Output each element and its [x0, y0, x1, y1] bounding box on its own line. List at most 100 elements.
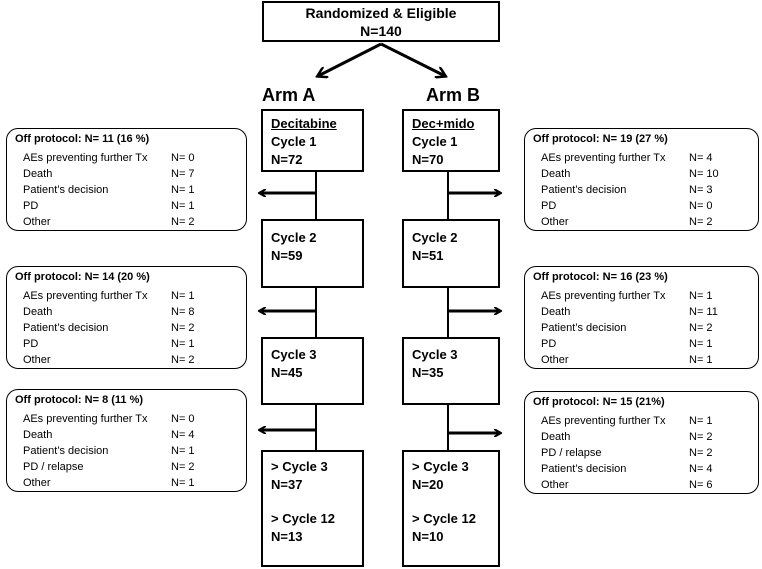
- arm-a-cycle-4-box: > Cycle 3 N=37 > Cycle 12 N=13: [261, 450, 364, 567]
- reason-count: N= 2: [171, 461, 195, 473]
- reason-label: Death: [541, 306, 571, 318]
- arm-b-drug-name: Dec+mido: [412, 116, 475, 131]
- reason-label: Patient’s decision: [23, 184, 109, 196]
- arm-b-cycle-4-box: > Cycle 3 N=20 > Cycle 12 N=10: [402, 450, 500, 567]
- reason-count: N= 11: [689, 306, 718, 318]
- reason-label: AEs preventing further Tx: [23, 152, 148, 164]
- arm-a-cycle-gt3-label: > Cycle 3: [271, 459, 328, 474]
- arm-a-cycle-2-label: Cycle 2: [271, 230, 317, 245]
- reason-label: Patient’s decision: [541, 184, 627, 196]
- reason-label: Other: [541, 479, 569, 491]
- arrow-to-arm-a: [318, 42, 382, 76]
- reason-label: Other: [23, 477, 51, 489]
- arm-a-cycle-gt12-count: N=13: [271, 529, 303, 544]
- off-protocol-header: Off protocol: N= 16 (23 %): [533, 271, 668, 283]
- reason-label: PD / relapse: [541, 447, 602, 459]
- reason-count: N= 2: [689, 322, 713, 334]
- reason-label: AEs preventing further Tx: [541, 152, 666, 164]
- reason-count: N= 2: [689, 431, 713, 443]
- randomized-title: Randomized & Eligible: [305, 5, 457, 21]
- arm-b-cycle-gt3-count: N=20: [412, 477, 444, 492]
- reason-label: Death: [23, 429, 53, 441]
- arm-b-label: Arm B: [426, 85, 481, 105]
- reason-count: N= 2: [171, 216, 195, 228]
- reason-label: AEs preventing further Tx: [541, 290, 666, 302]
- reason-label: Death: [23, 306, 53, 318]
- arm-b-cycle-3-label: Cycle 3: [412, 347, 458, 362]
- reason-label: AEs preventing further Tx: [23, 290, 148, 302]
- arm-b-cycle-3-box: Cycle 3 N=35: [402, 337, 500, 405]
- arm-a-off-protocol-3: Off protocol: N= 8 (11 %) AEs preventing…: [6, 389, 247, 492]
- arrow-to-arm-b: [380, 42, 445, 76]
- reason-count: N= 1: [689, 354, 713, 366]
- reason-count: N= 2: [171, 354, 195, 366]
- arm-a-cycle-gt3-count: N=37: [271, 477, 303, 492]
- reason-label: PD: [541, 338, 557, 350]
- reason-count: N= 4: [689, 152, 713, 164]
- off-protocol-header: Off protocol: N= 11 (16 %): [15, 133, 150, 145]
- reason-count: N= 4: [171, 429, 195, 441]
- arm-b-cycle-gt12-label: > Cycle 12: [412, 511, 476, 526]
- off-protocol-header: Off protocol: N= 19 (27 %): [533, 133, 668, 145]
- reason-label: PD: [23, 200, 39, 212]
- reason-label: Patient’s decision: [23, 322, 109, 334]
- reason-label: PD: [541, 200, 557, 212]
- arm-b-cycle-gt3-label: > Cycle 3: [412, 459, 469, 474]
- reason-label: Patient’s decision: [541, 322, 627, 334]
- reason-count: N= 2: [171, 322, 195, 334]
- reason-count: N= 4: [689, 463, 713, 475]
- arm-a-label: Arm A: [262, 85, 316, 105]
- reason-label: Other: [23, 216, 51, 228]
- reason-count: N= 1: [171, 290, 195, 302]
- reason-label: Death: [541, 168, 571, 180]
- reason-label: Other: [23, 354, 51, 366]
- reason-count: N= 2: [689, 447, 713, 459]
- off-protocol-header: Off protocol: N= 8 (11 %): [15, 394, 144, 406]
- reason-count: N= 0: [689, 200, 713, 212]
- arm-b-cycle-1-label: Cycle 1: [412, 134, 458, 149]
- reason-count: N= 1: [171, 477, 195, 489]
- reason-label: Patient’s decision: [23, 445, 109, 457]
- reason-count: N= 3: [689, 184, 713, 196]
- reason-count: N= 0: [171, 413, 195, 425]
- reason-count: N= 1: [171, 200, 195, 212]
- reason-count: N= 6: [689, 479, 713, 491]
- arm-b-cycle-3-count: N=35: [412, 365, 444, 380]
- arm-a-off-protocol-1: Off protocol: N= 11 (16 %) AEs preventin…: [6, 128, 247, 231]
- reason-label: PD: [23, 338, 39, 350]
- reason-label: AEs preventing further Tx: [541, 415, 666, 427]
- arm-b-off-protocol-1: Off protocol: N= 19 (27 %) AEs preventin…: [524, 128, 759, 231]
- arm-b-cycle-2-box: Cycle 2 N=51: [402, 219, 500, 288]
- randomized-box: Randomized & Eligible N=140: [262, 1, 500, 42]
- reason-count: N= 2: [689, 216, 713, 228]
- reason-label: Patient’s decision: [541, 463, 627, 475]
- off-protocol-header: Off protocol: N= 14 (20 %): [15, 271, 150, 283]
- arm-a-cycle-1-count: N=72: [271, 152, 303, 167]
- reason-count: N= 1: [689, 338, 713, 350]
- reason-count: N= 1: [171, 445, 195, 457]
- arm-b-off-protocol-2: Off protocol: N= 16 (23 %) AEs preventin…: [524, 266, 759, 369]
- arm-a-cycle-gt12-label: > Cycle 12: [271, 511, 335, 526]
- reason-count: N= 1: [171, 184, 195, 196]
- arm-a-cycle-3-box: Cycle 3 N=45: [261, 337, 364, 405]
- reason-count: N= 7: [171, 168, 195, 180]
- arm-a-drug-name: Decitabine: [271, 116, 337, 131]
- arm-b-cycle-1-count: N=70: [412, 152, 444, 167]
- reason-label: PD / relapse: [23, 461, 84, 473]
- reason-label: Other: [541, 354, 569, 366]
- arm-a-cycle-3-label: Cycle 3: [271, 347, 317, 362]
- reason-label: Other: [541, 216, 569, 228]
- arm-b-cycle-2-count: N=51: [412, 248, 444, 263]
- arm-a-cycle-2-count: N=59: [271, 248, 303, 263]
- arm-a-cycle-2-box: Cycle 2 N=59: [261, 219, 364, 288]
- reason-count: N= 0: [171, 152, 195, 164]
- reason-label: Death: [541, 431, 571, 443]
- randomized-count: N=140: [360, 23, 402, 39]
- arm-a-cycle-1-label: Cycle 1: [271, 134, 317, 149]
- reason-label: AEs preventing further Tx: [23, 413, 148, 425]
- arm-a-cycle-1-box: Decitabine Cycle 1 N=72: [261, 109, 364, 172]
- reason-count: N= 1: [689, 415, 713, 427]
- arm-b-cycle-gt12-count: N=10: [412, 529, 444, 544]
- arm-b-cycle-1-box: Dec+mido Cycle 1 N=70: [402, 109, 500, 172]
